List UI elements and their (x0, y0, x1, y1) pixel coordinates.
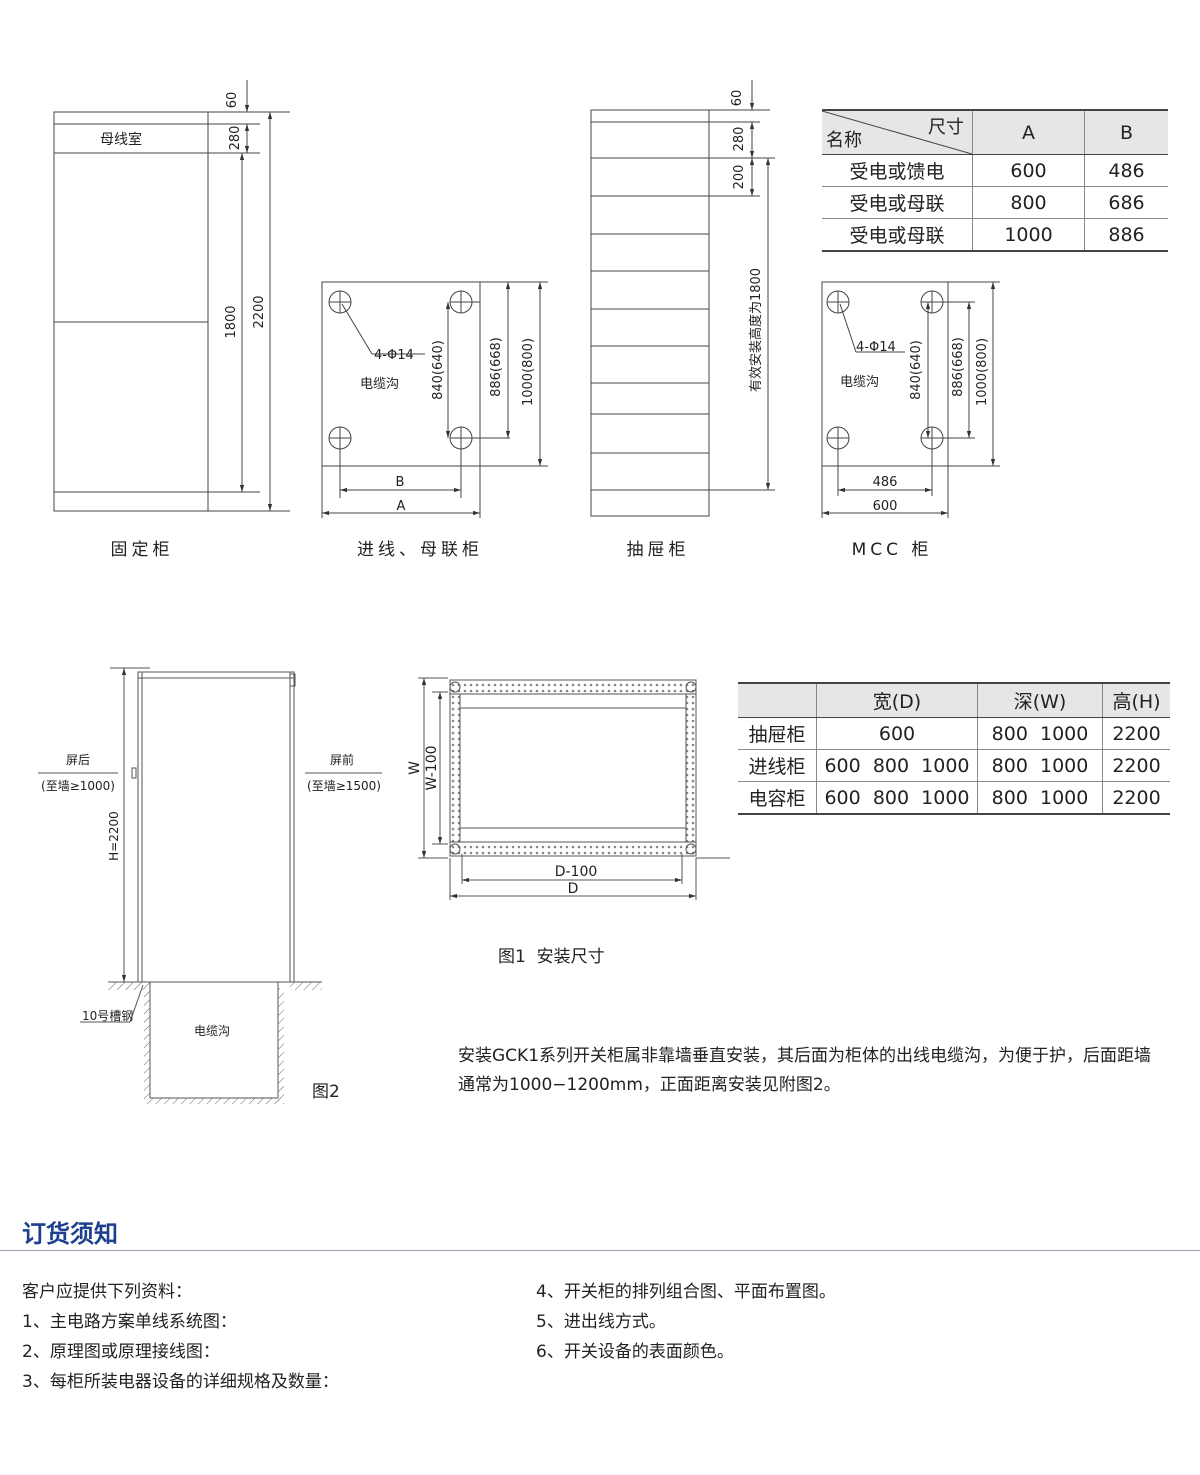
col-b-header: B (1084, 109, 1168, 155)
fixed-dim-60: 60 (225, 92, 240, 109)
fixed-compartment-label: 母线室 (100, 131, 142, 148)
drawer-cabinet-drawing (590, 80, 775, 517)
incoming-dim-840: 840(640) (431, 340, 446, 400)
mcc-dim-840: 840(640) (909, 340, 924, 400)
list-item: 1、主电路方案单线系统图： (22, 1312, 237, 1332)
row-name: 抽屉柜 (738, 717, 817, 750)
rear-label: 屏后 (66, 753, 90, 767)
row-name: 受电或馈电 (822, 154, 973, 187)
drawer-dim-60: 60 (730, 90, 745, 107)
drawer-dim-200: 200 (732, 165, 747, 190)
row-width: 600 800 1000 (816, 781, 978, 815)
mcc-hole-label: 4-Φ14 (856, 340, 896, 355)
rear-clearance: (至墙≥1000) (41, 779, 115, 793)
row-height: 2200 (1102, 781, 1170, 815)
incoming-trench-label: 电缆沟 (360, 376, 399, 392)
header-size-label: 尺寸 (928, 117, 964, 138)
mcc-cabinet-drawing (821, 281, 1000, 518)
row-height: 2200 (1102, 749, 1170, 782)
row-depth: 800 1000 (977, 717, 1103, 750)
row-a: 800 (971, 186, 1085, 219)
plan-caption: 图1 安装尺寸 (498, 947, 605, 967)
row-depth: 800 1000 (977, 749, 1103, 782)
row-width: 600 800 1000 (816, 749, 978, 782)
diagonal-line (822, 111, 972, 154)
install-drawings: 屏后 (至墙≥1000) 屏前 (至墙≥1500) H=2200 10号槽钢 电… (38, 667, 730, 1104)
row-name: 受电或母联 (822, 186, 973, 219)
cabinet-dimension-table: 尺寸 名称 A B 受电或馈电 600 486 受电或母联 800 686 受电… (822, 109, 1168, 252)
fixed-dim-1800: 1800 (224, 305, 239, 338)
blank-header-cell (738, 682, 817, 718)
fig2-trench-label: 电缆沟 (194, 1024, 230, 1038)
ordering-list-right: 4、开关柜的排列组合图、平面布置图。 5、进出线方式。 6、开关设备的表面颜色。 (536, 1277, 836, 1367)
table-row: 受电或馈电 600 486 (822, 154, 1168, 187)
list-item: 6、开关设备的表面颜色。 (536, 1342, 734, 1362)
section-divider (0, 1250, 1200, 1251)
drawer-effective-height: 有效安装高度为1800 (748, 268, 764, 392)
list-item: 3、每柜所装电器设备的详细规格及数量： (22, 1372, 339, 1392)
row-b: 486 (1084, 154, 1168, 187)
drawer-caption: 抽屉柜 (627, 540, 690, 560)
incoming-dim-1000: 1000(800) (521, 338, 536, 406)
mcc-dim-486: 486 (873, 475, 898, 490)
row-name: 受电或母联 (822, 218, 973, 252)
install-note: 安装GCK1系列开关柜属非靠墙垂直安装，其后面为柜体的出线电缆沟，为便于护，后面… (458, 1046, 1152, 1095)
incoming-hole-label: 4-Φ14 (374, 348, 414, 363)
row-a: 1000 (971, 218, 1085, 252)
table-row: 进线柜 600 800 1000 800 1000 2200 (738, 749, 1170, 782)
row-name: 电容柜 (738, 781, 817, 815)
incoming-caption: 进线、母联柜 (357, 540, 483, 560)
plan-dim-d: D (568, 881, 579, 897)
mcc-caption: MCC 柜 (852, 540, 933, 560)
front-clearance: (至墙≥1500) (307, 779, 381, 793)
row-depth: 800 1000 (977, 781, 1103, 815)
fixed-caption: 固定柜 (111, 540, 174, 560)
header-name-label: 名称 (826, 130, 862, 151)
row-b: 886 (1084, 218, 1168, 252)
incoming-dim-a: A (397, 499, 406, 514)
top-drawings: 母线室 60 280 1800 2200 4-Φ14 电缆沟 840(640) … (53, 80, 1000, 560)
list-item: 4、开关柜的排列组合图、平面布置图。 (536, 1282, 836, 1302)
channel-label: 10号槽钢 (82, 1009, 133, 1023)
row-a: 600 (971, 154, 1085, 187)
depth-header: 深(W) (977, 682, 1103, 718)
mcc-trench-label: 电缆沟 (840, 374, 879, 390)
ordering-list-left: 客户应提供下列资料： 1、主电路方案单线系统图： 2、原理图或原理接线图： 3、… (22, 1277, 339, 1397)
row-height: 2200 (1102, 717, 1170, 750)
col-a-header: A (971, 109, 1085, 155)
plan-view (418, 677, 730, 900)
fig2-side-elevation (38, 667, 382, 1104)
incoming-dim-886: 886(668) (489, 337, 504, 397)
row-b: 686 (1084, 186, 1168, 219)
plan-dim-w: W (407, 761, 423, 775)
list-item: 2、原理图或原理接线图： (22, 1342, 220, 1362)
drawer-dim-280: 280 (732, 127, 747, 152)
incoming-cabinet-drawing (321, 281, 548, 518)
ordering-title: 订货须知 (22, 1220, 118, 1248)
row-name: 进线柜 (738, 749, 817, 782)
height-label: H=2200 (107, 811, 121, 861)
mcc-dim-600: 600 (873, 499, 898, 514)
list-item: 5、进出线方式。 (536, 1312, 666, 1332)
fig2-caption: 图2 (312, 1082, 340, 1102)
fixed-cabinet-drawing (53, 80, 290, 512)
fixed-dim-2200: 2200 (252, 295, 267, 328)
row-width: 600 (816, 717, 978, 750)
mcc-dim-1000: 1000(800) (975, 338, 990, 406)
table-row: 受电或母联 1000 886 (822, 218, 1168, 252)
height-header: 高(H) (1102, 682, 1170, 718)
mcc-dim-886: 886(668) (951, 337, 966, 397)
incoming-dim-b: B (396, 475, 405, 490)
diagonal-header-cell: 尺寸 名称 (822, 109, 973, 155)
table-row: 受电或母联 800 686 (822, 186, 1168, 219)
plan-dim-d100: D-100 (555, 864, 598, 880)
list-item: 客户应提供下列资料： (22, 1282, 192, 1302)
fixed-dim-280: 280 (228, 126, 243, 151)
install-size-table: 宽(D) 深(W) 高(H) 抽屉柜 600 800 1000 2200 进线柜… (738, 682, 1170, 815)
table-row: 抽屉柜 600 800 1000 2200 (738, 717, 1170, 750)
front-label: 屏前 (330, 752, 354, 767)
width-header: 宽(D) (816, 682, 978, 718)
table-row: 电容柜 600 800 1000 800 1000 2200 (738, 781, 1170, 815)
plan-dim-w100: W-100 (424, 745, 440, 790)
